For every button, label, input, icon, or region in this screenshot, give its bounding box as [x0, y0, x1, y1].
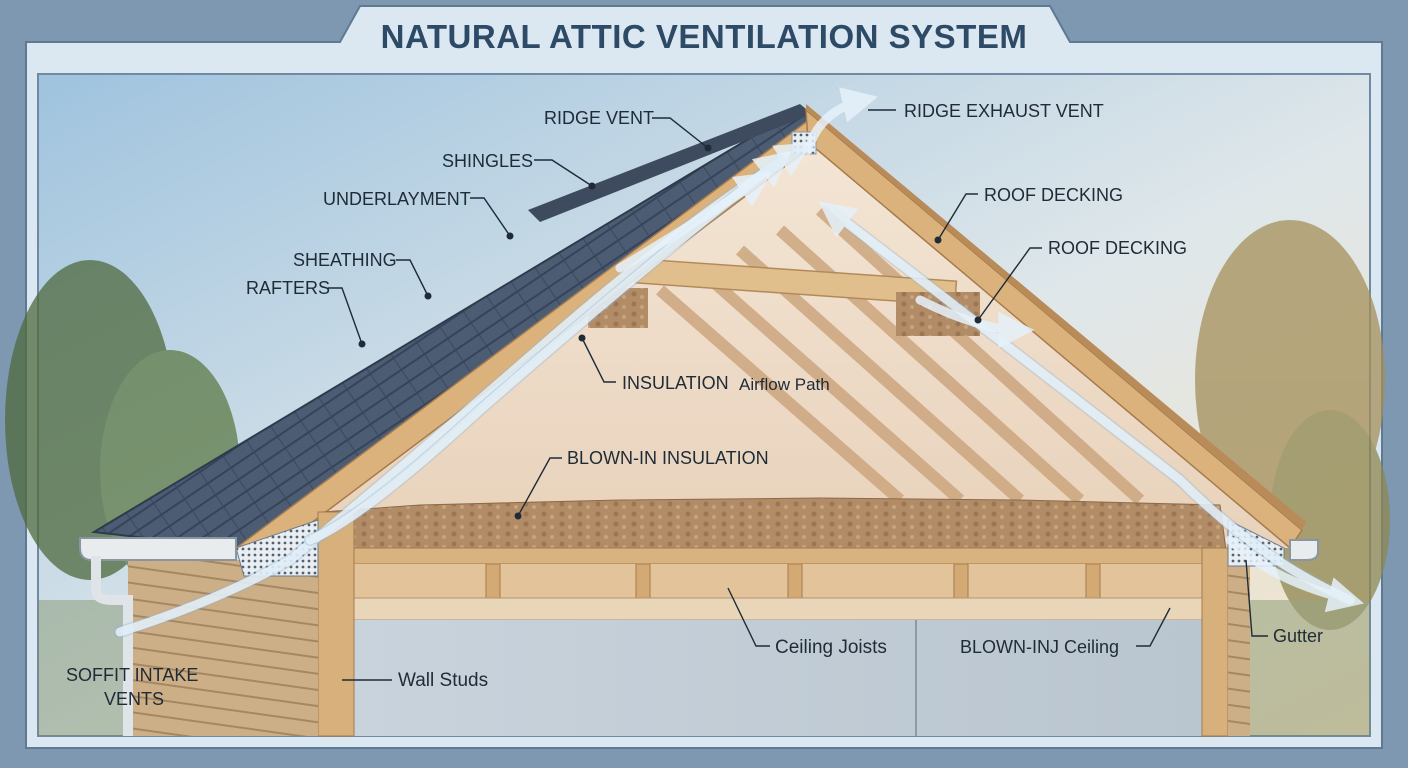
label-roof-decking-1: ROOF DECKING: [984, 185, 1123, 205]
gutter-left: [79, 537, 237, 561]
ceiling-joists: [485, 563, 1101, 609]
page-title: NATURAL ATTIC VENTILATION SYSTEM: [381, 18, 1028, 55]
downspout-left: [91, 556, 133, 736]
label-sheathing: SHEATHING: [293, 250, 397, 270]
label-ridge-exhaust-vent: RIDGE EXHAUST VENT: [904, 101, 1104, 121]
label-blown-inj-ceiling: BLOWN-INJ Ceiling: [960, 637, 1119, 657]
ceiling-board: [321, 597, 1227, 621]
siding-left: [128, 560, 318, 736]
ridge-cap: [528, 104, 812, 222]
label-gutter: Gutter: [1273, 626, 1323, 646]
roof-decking-right: [806, 104, 1306, 530]
blown-in-insulation-layer: [321, 497, 1227, 551]
label-soffit-intake-line1: SOFFIT INTAKE: [66, 665, 198, 685]
wall-stud-right: [1201, 547, 1229, 737]
label-insulation: INSULATION: [622, 373, 729, 393]
label-blown-in-insulation: BLOWN-IN INSULATION: [567, 448, 769, 468]
soffit-vent-left-icon: [235, 519, 319, 577]
top-plate: [321, 547, 1227, 565]
airflow-arrow-icon: [114, 87, 1364, 638]
label-underlayment: UNDERLAYMENT: [323, 189, 471, 209]
label-wall-studs: Wall Studs: [398, 670, 488, 691]
label-soffit-intake-line2: VENTS: [104, 689, 164, 709]
label-roof-decking-2: ROOF DECKING: [1048, 238, 1187, 258]
siding-right: [1228, 548, 1250, 736]
label-ridge-vent: RIDGE VENT: [544, 108, 654, 128]
label-ceiling-joists: Ceiling Joists: [775, 637, 887, 658]
label-rafters: RAFTERS: [246, 278, 330, 298]
wall-stud-left: [317, 511, 355, 737]
callout-lines: [328, 109, 1268, 681]
label-shingles: SHINGLES: [442, 151, 533, 171]
gutter-right: [1289, 539, 1319, 561]
label-airflow-path: Airflow Path: [739, 375, 830, 394]
room-interior: [354, 620, 1202, 736]
